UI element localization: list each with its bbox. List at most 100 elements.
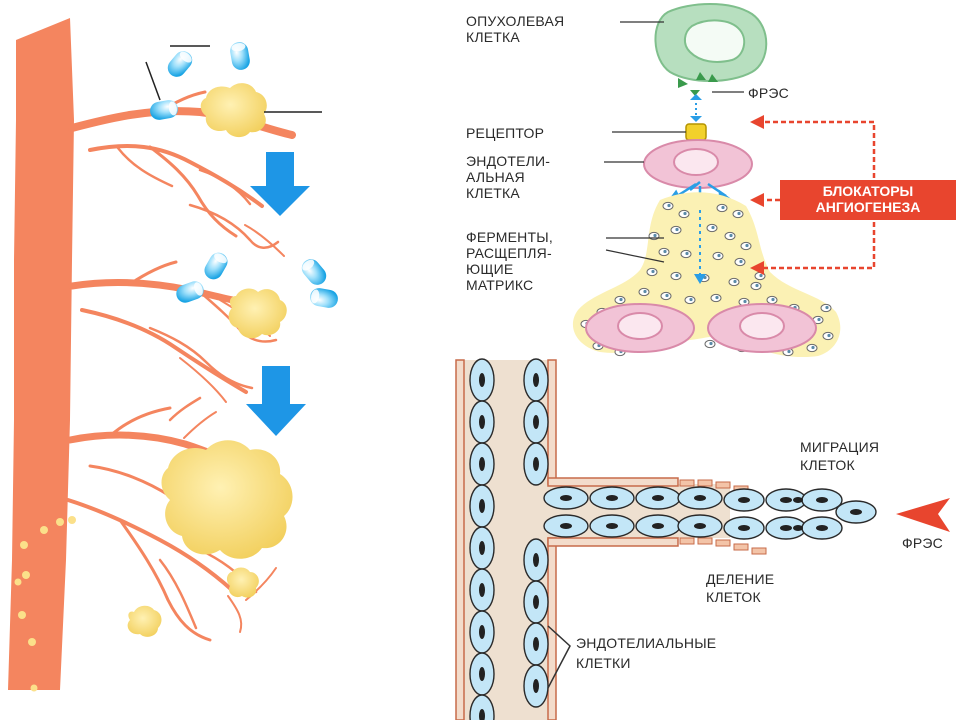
angiogenesis-blockers-label-2: АНГИОГЕНЕЗА — [816, 199, 921, 215]
angiogenesis-blockers-box — [780, 180, 956, 220]
endothelial-cell-item — [469, 358, 495, 402]
new-endothelial-cell-left — [585, 303, 695, 353]
endothelial-cell-item — [469, 400, 495, 444]
enzyme-particle — [732, 209, 744, 219]
endothelial-cell-item — [635, 514, 681, 538]
angiogenesis-blockers-label-1: БЛОКАТОРЫ — [823, 183, 914, 199]
endothelial-cell-label-3: КЛЕТКА — [466, 185, 520, 201]
enzyme-particle — [678, 209, 690, 219]
endothelial-cell-item — [801, 516, 843, 540]
enzyme-particle — [658, 247, 670, 257]
endothelial-cell-item — [523, 538, 549, 582]
enzyme-particle — [738, 297, 750, 307]
label-leaders-top — [604, 21, 744, 263]
enzyme-particle — [812, 315, 824, 325]
enzymes-label-1: ФЕРМЕНТЫ, — [466, 229, 553, 245]
tumor-mass-stage-1 — [200, 83, 267, 138]
cells-bracket — [547, 625, 571, 689]
migration-label-2: КЛЕТОК — [800, 457, 855, 473]
fres-top-label: ФРЭС — [748, 85, 789, 101]
endothelial-cells-label-2: КЛЕТКИ — [576, 655, 631, 671]
tumor-cell-label-1: ОПУХОЛЕВАЯ — [466, 13, 564, 29]
vessel-blood-cells — [14, 516, 76, 692]
endothelial-cell-item — [835, 500, 877, 524]
endothelial-cell-item — [469, 568, 495, 612]
enzyme-particle — [822, 331, 834, 341]
enzyme-particle — [710, 293, 722, 303]
endothelial-cell-item — [469, 694, 495, 720]
endothelial-cell-item — [765, 488, 807, 512]
enzyme-particle — [766, 295, 778, 305]
vegf-triangles — [678, 72, 718, 96]
enzyme-particle — [716, 203, 728, 213]
endothelial-cell-item — [589, 514, 635, 538]
tumor-cell — [654, 3, 768, 82]
right-top-panel-signalling: БЛОКАТОРЫ АНГИОГЕНЕЗА ОПУХОЛЕВАЯ КЛЕТКА … — [466, 3, 956, 358]
endothelial-cell-item — [523, 358, 549, 402]
endothelial-cell — [643, 139, 753, 189]
dividing-nucleus — [793, 525, 803, 531]
endothelial-cell-item — [589, 486, 635, 510]
enzyme-particle — [662, 201, 674, 211]
tumor-fragment-2 — [127, 605, 162, 637]
new-endothelial-cell-right — [707, 303, 817, 353]
enzyme-particle — [706, 223, 718, 233]
leader-lines — [145, 45, 322, 113]
enzyme-particle — [728, 277, 740, 287]
enzyme-particle — [670, 271, 682, 281]
endothelial-cells-label-1: ЭНДОТЕЛИАЛЬНЫЕ — [576, 635, 716, 651]
enzyme-particle — [646, 267, 658, 277]
signal-arrow-down — [694, 210, 706, 284]
dividing-nucleus — [793, 497, 803, 503]
vegf-molecule-icon — [150, 42, 250, 120]
enzyme-particle — [680, 249, 692, 259]
left-panel-vessel-growth — [8, 18, 338, 692]
endothelial-cell-item — [523, 580, 549, 624]
receptor — [685, 123, 707, 141]
endothelial-cell-item — [469, 526, 495, 570]
tumor-mass-stage-3 — [161, 440, 293, 559]
enzymes-label-2: РАСЩЕПЛЯ- — [466, 245, 552, 261]
enzyme-particle — [820, 303, 832, 313]
endothelial-cell-item — [801, 488, 843, 512]
endothelial-cell-item — [523, 622, 549, 666]
fres-right-label: ФРЭС — [902, 535, 943, 551]
endothelial-cell-item — [469, 652, 495, 696]
red-arrow-icon — [750, 115, 764, 275]
enzymes-label-3: ЮЩИЕ — [466, 261, 513, 277]
enzyme-particle — [734, 257, 746, 267]
receptor-label: РЕЦЕПТОР — [466, 125, 544, 141]
endothelial-cell-item — [723, 516, 765, 540]
enzyme-particle — [724, 231, 736, 241]
division-label-2: КЛЕТОК — [706, 589, 761, 605]
division-label-1: ДЕЛЕНИЕ — [706, 571, 774, 587]
blue-down-arrow-icon-2 — [246, 366, 306, 436]
blue-down-arrow-icon — [250, 152, 310, 216]
endothelial-cell-item — [523, 442, 549, 486]
tumor-cell-label-2: КЛЕТКА — [466, 29, 520, 45]
endothelial-cell-item — [677, 514, 723, 538]
migration-label-1: МИГРАЦИЯ — [800, 439, 879, 455]
endothelial-cell-label-1: ЭНДОТЕЛИ- — [466, 153, 550, 169]
enzyme-particle — [670, 225, 682, 235]
signal-arrow — [690, 94, 702, 122]
endothelial-cell-item — [523, 664, 549, 708]
endothelial-cell-item — [543, 514, 589, 538]
enzyme-particle — [614, 295, 626, 305]
enzyme-particle — [712, 251, 724, 261]
enzyme-particle — [750, 281, 762, 291]
endothelial-cell-item — [635, 486, 681, 510]
inhibitor-lines — [762, 120, 876, 270]
enzyme-particle — [740, 241, 752, 251]
endothelial-cell-item — [469, 442, 495, 486]
enzyme-particle — [660, 291, 672, 301]
fres-arrow-icon — [896, 498, 950, 532]
vegf-molecule-icon-stage-2 — [176, 252, 338, 308]
tumor-mass-stage-2 — [228, 288, 287, 339]
endothelial-cell-item — [523, 400, 549, 444]
endothelial-cell-label-2: АЛЬНАЯ — [466, 169, 525, 185]
enzyme-particle — [684, 295, 696, 305]
tumor-fragment — [226, 567, 259, 598]
enzyme-particle — [806, 343, 818, 353]
